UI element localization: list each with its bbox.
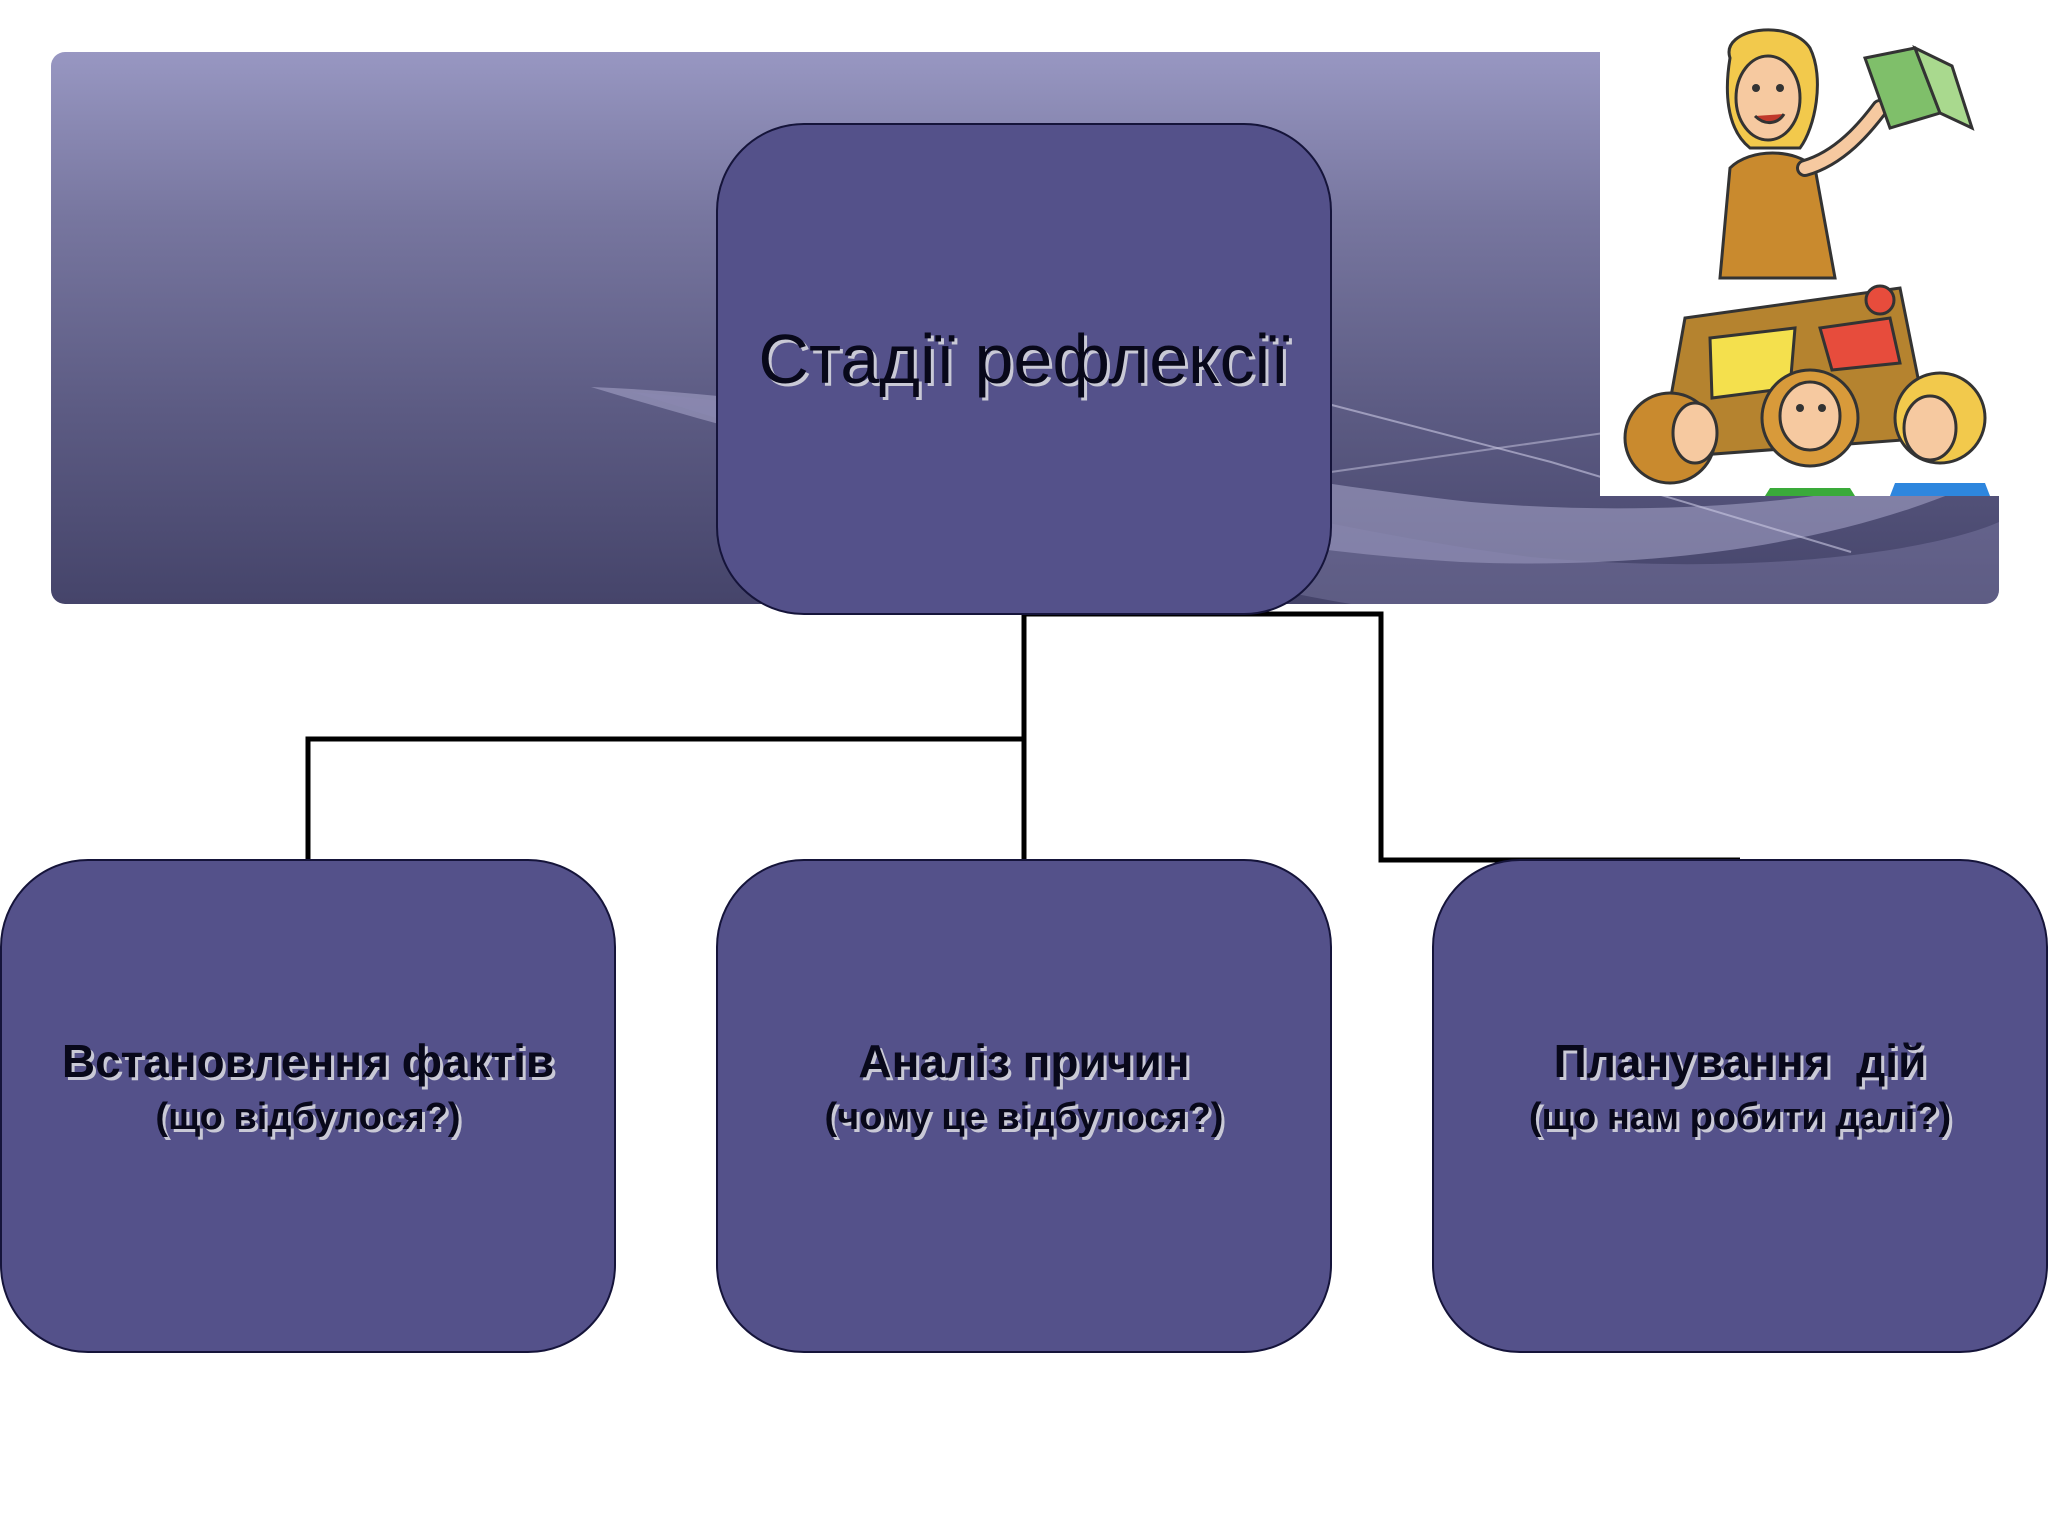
root-node-label: Стадії рефлексії [758, 320, 1290, 398]
child-node-analysis-of-causes: Аналіз причин (чому це відбулося?) [716, 859, 1332, 1353]
teacher-with-pupils-illustration [1600, 18, 2000, 496]
child-node-title: Аналіз причин [858, 1034, 1190, 1087]
child-node-subtitle: (чому це відбулося?) [824, 1095, 1224, 1138]
connector-root-to-facts [305, 614, 1027, 860]
child-node-subtitle: (що нам робити далі?) [1528, 1095, 1952, 1138]
connector-root-to-plans [1024, 611, 1740, 863]
child-node-subtitle: (що відбулося?) [155, 1095, 461, 1138]
child-node-establishing-facts: Встановлення фактів (що відбулося?) [0, 859, 616, 1353]
child-node-title: Планування дій [1553, 1034, 1927, 1087]
child-node-title: Встановлення фактів [61, 1034, 555, 1087]
root-node-reflection-stages: Стадії рефлексії [716, 123, 1332, 615]
child-node-planning-actions: Планування дій (що нам робити далі?) [1432, 859, 2048, 1353]
